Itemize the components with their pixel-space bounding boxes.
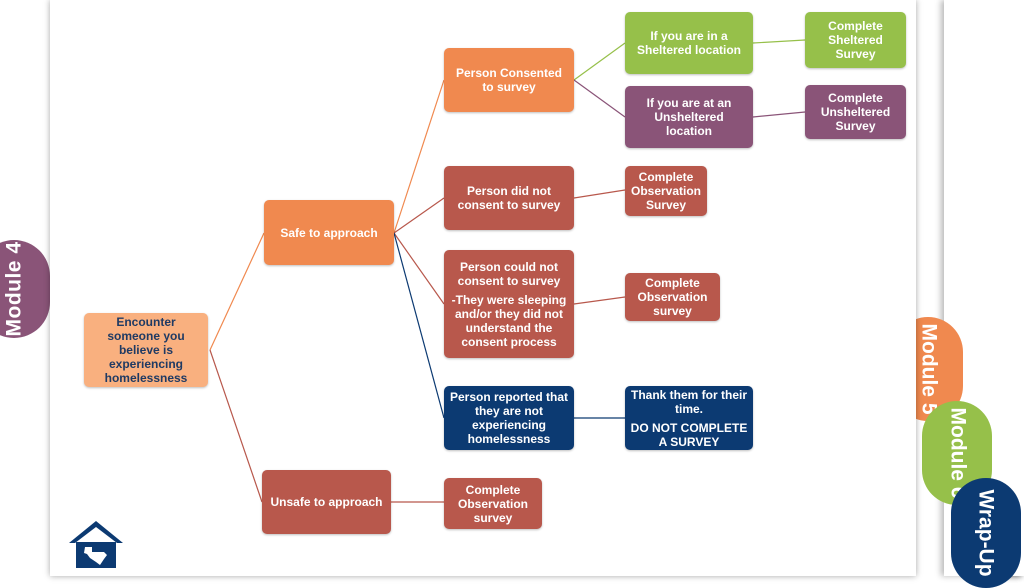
node-did-not-consent: Person did not consent to survey xyxy=(444,166,574,230)
node-unsheltered-location: If you are at an Unsheltered location xyxy=(625,86,753,148)
node-unsheltered-survey: Complete Unsheltered Survey xyxy=(805,85,906,139)
connector-encounter-unsafe xyxy=(209,349,263,503)
node-could-not-consent-text: Person could not consent to survey xyxy=(457,259,561,288)
node-encounter-text: Encounter someone you believe is experie… xyxy=(104,315,188,385)
node-sheltered-survey-text: Complete Sheltered Survey xyxy=(828,19,883,61)
connector-did-not-observation xyxy=(573,189,626,199)
node-thank-them: Thank them for their time. DO NOT COMPLE… xyxy=(625,386,753,450)
flowchart-connectors xyxy=(209,39,806,503)
node-unsheltered-location-text: If you are at an Unsheltered location xyxy=(646,96,732,138)
node-not-homeless-text: Person reported that they are not experi… xyxy=(449,390,569,446)
node-could-not-observation-survey: Complete Observation survey xyxy=(625,273,720,321)
connector-consented-unsheltered xyxy=(573,79,626,118)
node-unsafe-observation-text: Complete Observation survey xyxy=(457,482,529,525)
node-unsafe-to-approach: Unsafe to approach xyxy=(262,470,391,534)
node-did-not-observation-text: Complete Observation Survey xyxy=(630,170,702,212)
node-not-experiencing-homelessness: Person reported that they are not experi… xyxy=(444,386,574,450)
node-safe-text: Safe to approach xyxy=(280,225,378,240)
node-person-consented: Person Consented to survey xyxy=(444,48,574,112)
node-sheltered-location-text: If you are in a Sheltered location xyxy=(636,29,742,57)
node-sheltered-survey: Complete Sheltered Survey xyxy=(805,12,906,68)
node-did-not-consent-text: Person did not consent to survey xyxy=(457,184,561,212)
connector-safe-not-homeless xyxy=(393,232,445,419)
node-unsafe-observation-survey: Complete Observation survey xyxy=(444,478,542,529)
node-thank-them-text: Thank them for their time. xyxy=(630,387,747,416)
node-sheltered-location: If you are in a Sheltered location xyxy=(625,12,753,74)
connector-could-not-observation xyxy=(573,296,626,305)
node-could-not-consent-detail: -They were sleeping and/or they did not … xyxy=(451,292,567,349)
node-unsafe-text: Unsafe to approach xyxy=(270,495,383,509)
node-safe-to-approach: Safe to approach xyxy=(264,200,394,265)
connector-consented-sheltered xyxy=(573,42,626,81)
node-could-not-consent: Person could not consent to survey -They… xyxy=(444,250,574,358)
node-unsheltered-survey-text: Complete Unsheltered Survey xyxy=(820,91,891,133)
connector-safe-could-not xyxy=(393,232,445,305)
tab-module-4[interactable]: Module 4 xyxy=(0,240,50,338)
connector-encounter-safe xyxy=(209,232,265,351)
node-do-not-complete-text: DO NOT COMPLETE A SURVEY xyxy=(630,420,748,449)
connector-unsheltered-survey xyxy=(752,111,806,118)
connector-safe-consented xyxy=(393,79,445,234)
node-consented-text: Person Consented to survey xyxy=(455,66,563,94)
node-encounter: Encounter someone you believe is experie… xyxy=(84,313,208,387)
tab-wrap-up[interactable]: Wrap-Up xyxy=(951,478,1021,588)
house-texas-logo-icon xyxy=(69,521,123,568)
node-could-not-observation-text: Complete Observation survey xyxy=(637,276,708,318)
connector-safe-did-not xyxy=(393,197,445,234)
connector-sheltered-survey xyxy=(752,39,806,44)
node-did-not-observation-survey: Complete Observation Survey xyxy=(625,166,707,216)
